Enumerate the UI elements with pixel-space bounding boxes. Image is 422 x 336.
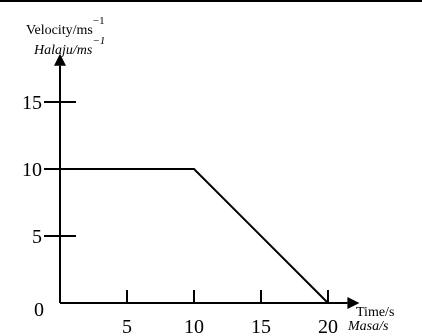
series-line-0: [60, 168, 329, 304]
origin-label: 0: [34, 299, 44, 321]
x-tick-label-5: 5: [122, 316, 132, 336]
series: [60, 168, 329, 304]
x-tick-label-20: 20: [318, 316, 338, 336]
x-axis-arrowhead: [347, 297, 360, 309]
y-axis-label-alt-exponent: −1: [92, 35, 105, 47]
x-axis-label: Time/s: [356, 305, 394, 320]
y-axis-label-text: Velocity/ms: [26, 23, 93, 38]
y-axis-label-alt-text: Halaju/ms: [33, 43, 93, 58]
y-tick-label-15: 15: [22, 92, 42, 114]
y-axis-label: Velocity/ms−1: [26, 15, 105, 38]
x-axis-label-alt: Masa/s: [347, 319, 389, 334]
y-axis-label-alt: Halaju/ms−1: [33, 35, 105, 58]
y-tick-label-10: 10: [22, 159, 42, 181]
x-tick-label-10: 10: [184, 316, 204, 336]
y-axis-label-exponent: −1: [93, 15, 105, 27]
axes: [54, 53, 360, 309]
y-axis-arrowhead: [54, 53, 66, 66]
ticks: 5 10 15 20 5 10 15: [22, 92, 338, 336]
y-tick-label-5: 5: [32, 226, 42, 248]
x-tick-label-15: 15: [251, 316, 271, 336]
